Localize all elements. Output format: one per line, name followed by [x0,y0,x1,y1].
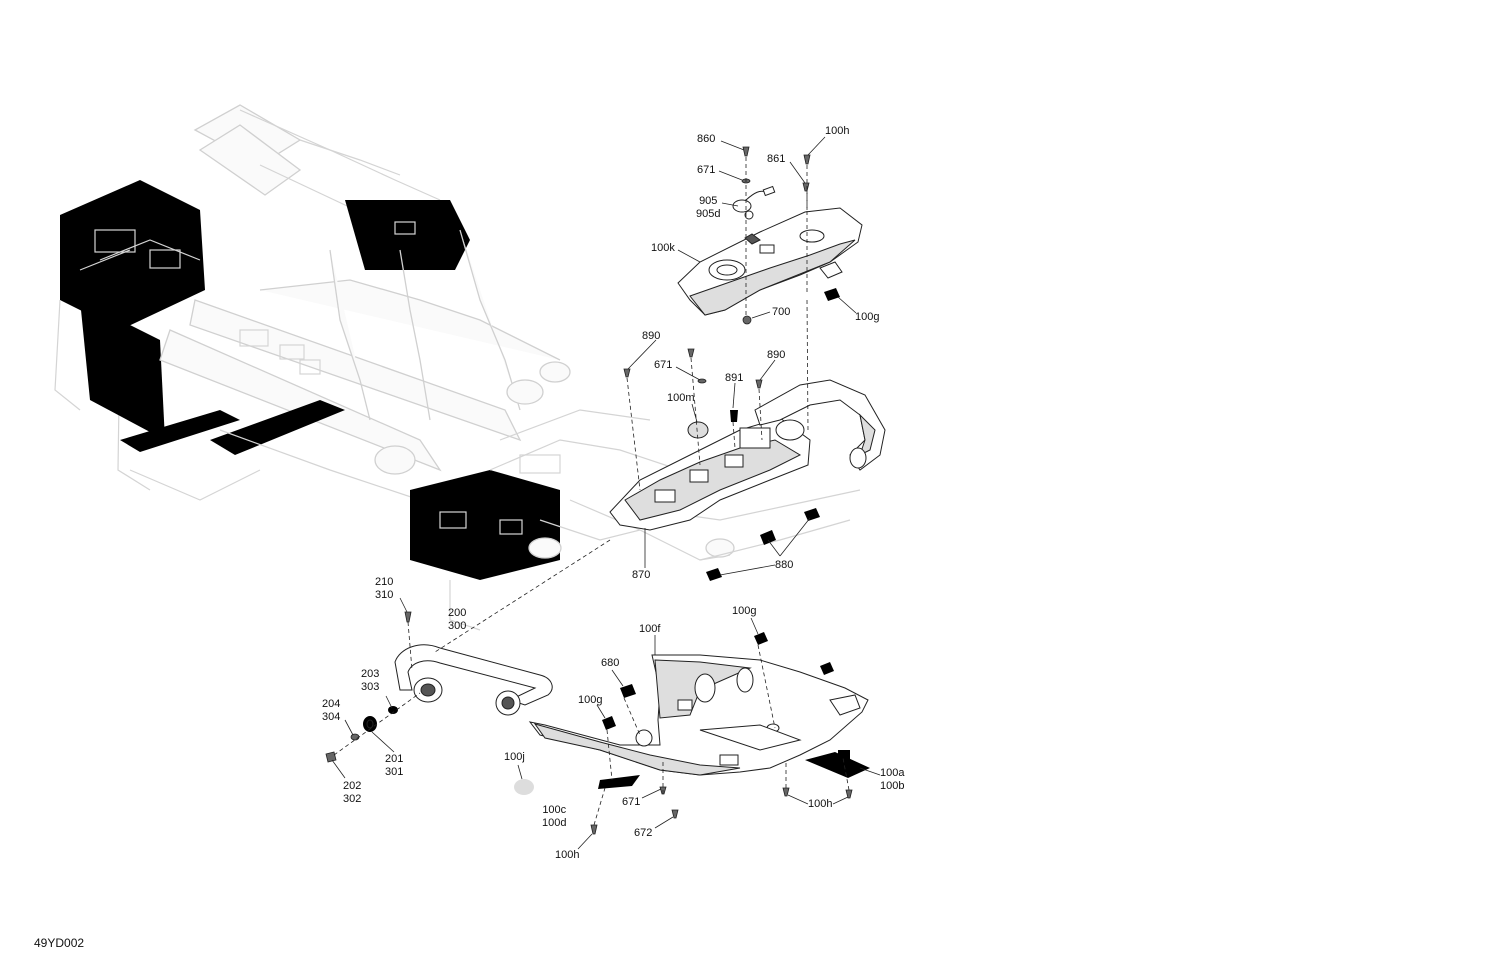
skid-tab-100a [805,752,870,778]
callout-100g-top: 100g [855,311,880,323]
screw-890-mid [687,348,695,358]
callout-671-low: 671 [622,796,641,808]
callout-100h-top: 100h [825,125,850,137]
plug-100j [514,779,534,795]
screw-861 [802,182,810,192]
callout-891: 891 [725,372,744,384]
callout-905: 905 905d [696,195,721,220]
callout-100k: 100k [651,242,675,254]
screw-100h-low [590,824,598,835]
rear-bar-200 [394,644,553,716]
callout-890-left: 890 [642,330,661,342]
screw-860 [742,146,750,157]
callout-100c: 100c 100d [542,804,567,829]
callout-100h-mid: 100h [808,798,833,810]
callout-100g-left: 100g [578,694,603,706]
callout-671-top: 671 [697,164,716,176]
callout-860: 860 [697,133,716,145]
callout-100j: 100j [504,751,525,763]
washer-203 [388,706,398,714]
screw-672 [671,809,679,819]
callout-200: 200 300 [448,607,467,632]
screw-890-right [755,379,763,389]
screw-100h-mid [782,787,790,797]
screw-100h-right [845,789,853,799]
callout-203: 203 303 [361,668,380,693]
callout-100f: 100f [639,623,661,635]
assembly-lines [333,157,850,826]
bolt-210 [404,611,412,623]
clip-880-c [706,568,722,581]
nut-700 [742,315,752,325]
callout-100a: 100a 100b [880,767,905,792]
callout-100g-right: 100g [732,605,757,617]
tether-905 [732,185,776,220]
trim-100c [598,775,640,789]
clip-100g-top [824,288,840,301]
clip-100g-far [820,662,834,675]
clip-100g-left [602,716,616,730]
rear-cover-100k [677,207,863,316]
callout-870: 870 [632,569,651,581]
callout-201: 201 301 [385,753,404,778]
storage-tray-870 [609,379,886,531]
clip-680 [620,684,636,698]
callout-672: 672 [634,827,653,839]
callout-680: 680 [601,657,620,669]
callout-210: 210 310 [375,576,394,601]
callout-880: 880 [775,559,794,571]
rivet-891 [730,410,738,422]
washer-204 [350,733,360,741]
callout-100m: 100m [667,392,695,404]
plug-100m [687,421,709,439]
callout-202: 202 302 [343,780,362,805]
callout-700: 700 [772,306,791,318]
callout-861: 861 [767,153,786,165]
screw-890-left [623,368,631,378]
callout-671-mid: 671 [654,359,673,371]
callout-204: 204 304 [322,698,341,723]
vehicle-frame-background [54,104,861,631]
skid-plate-100f [528,654,869,776]
drawing-code: 49YD002 [34,936,85,950]
clip-880-a [760,530,776,545]
bolt-202 [325,751,337,763]
callout-890-right: 890 [767,349,786,361]
leader-lines [331,136,881,850]
screw-100h-top [803,154,811,165]
clip-100g-right [754,632,768,645]
callout-100h-low: 100h [555,849,580,861]
clip-880-b [804,508,820,521]
